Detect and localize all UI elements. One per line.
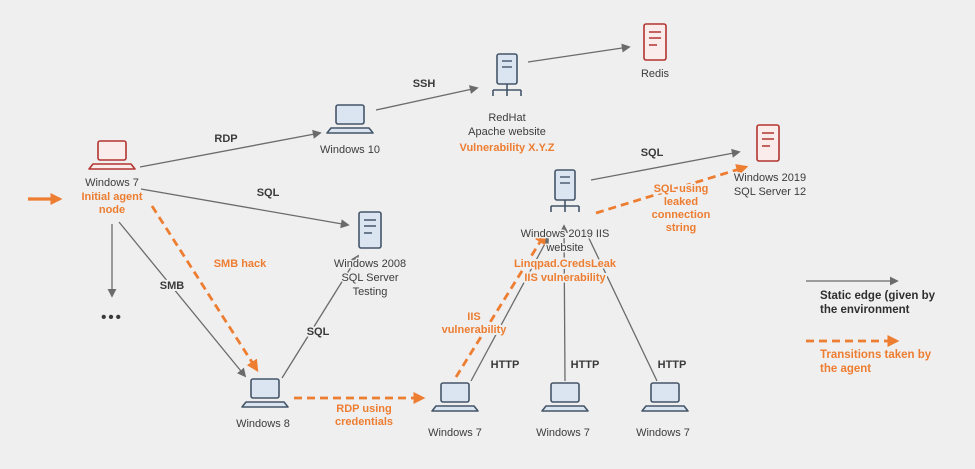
node-label-redis: Redis (641, 68, 670, 80)
edge-label-smb: SMB (160, 280, 185, 292)
node-label-win2008-line2: SQL Server (341, 272, 398, 284)
edge-label-http-2: HTTP (571, 359, 600, 371)
edge-label-sql-win8-2008: SQL (307, 326, 330, 338)
node-label-iis-line1: Windows 2019 IIS (521, 228, 610, 240)
agent-label-sql-leak-line4: string (666, 222, 697, 234)
edge-sql-win7-to-win2008 (140, 188, 350, 229)
edge-sql-win8-to-win2008 (281, 254, 359, 379)
node-label-sql2019-line2: SQL Server 12 (734, 186, 806, 198)
node-label-win2008-line3: Testing (353, 286, 388, 298)
node-label-iis-line2: website (545, 242, 583, 254)
legend-static-text-line2: the environment (820, 304, 910, 316)
node-label-sql2019-line1: Windows 2019 (734, 172, 806, 184)
laptop-icon-windows7-initial (89, 141, 135, 169)
legend-agent-text-line1: Transitions taken by (820, 349, 932, 361)
server-icon-windows2019-sql (757, 125, 779, 161)
laptop-icon-windows7-web2 (542, 383, 588, 411)
laptop-icon-windows10 (327, 105, 373, 133)
agent-edge-smb-hack (150, 205, 259, 373)
node-label-win2008-line1: Windows 2008 (334, 258, 406, 270)
edge-redhat-to-redis (527, 43, 631, 63)
legend: Static edge (given by the environment Tr… (806, 276, 936, 375)
vuln-label-iis-line2: IIS vulnerability (524, 272, 606, 284)
agent-edge-iis-vulnerability (454, 231, 547, 378)
note-initial-agent-line1: Initial agent (81, 191, 142, 203)
node-label-windows7-web1: Windows 7 (428, 427, 482, 439)
agent-label-rdp-creds-line1: RDP using (336, 403, 391, 415)
vuln-label-iis-line1: Linqpad.CredsLeak (514, 258, 617, 270)
node-label-windows7-web2: Windows 7 (536, 427, 590, 439)
agent-edge-sql-leaked-string (595, 164, 749, 215)
edge-rdp-win7-to-win10 (139, 129, 322, 168)
node-label-redhat-line1: RedHat (488, 112, 525, 124)
web-server-icon-windows2019-iis (551, 170, 579, 212)
edge-label-sql-win7-2008: SQL (257, 187, 280, 199)
server-icon-redis (644, 24, 666, 60)
laptop-icon-windows8 (242, 379, 288, 407)
edge-label-rdp: RDP (214, 133, 237, 145)
agent-label-iis-vuln-line2: vulnerability (442, 324, 508, 336)
laptop-icon-windows7-web3 (642, 383, 688, 411)
vuln-label-redhat: Vulnerability X.Y.Z (460, 142, 555, 154)
agent-label-sql-leak-line3: connection (652, 209, 711, 221)
agent-label-sql-leak-line2: leaked (664, 196, 698, 208)
edge-ssh-win10-to-redhat (375, 85, 479, 111)
more-nodes-ellipsis: ••• (101, 309, 123, 326)
edge-http-web1-to-iis (470, 236, 549, 382)
edge-label-http-1: HTTP (491, 359, 520, 371)
agent-label-sql-leak-line1: SQL using (654, 183, 709, 195)
node-label-windows10: Windows 10 (320, 144, 380, 156)
legend-agent-text-line2: the agent (820, 363, 871, 375)
edge-http-web3-to-iis (584, 228, 658, 382)
edge-sql-iis-to-sql2019 (590, 148, 741, 181)
agent-label-rdp-creds-line2: credentials (335, 416, 393, 428)
node-label-redhat-line2: Apache website (468, 126, 546, 138)
note-initial-agent-line2: node (99, 204, 125, 216)
server-icon-windows2008-sql (359, 212, 381, 248)
edge-label-http-3: HTTP (658, 359, 687, 371)
agent-label-smb-hack: SMB hack (214, 258, 267, 270)
node-label-windows7-initial: Windows 7 (85, 177, 139, 189)
edge-smb-win7-to-win8 (118, 221, 247, 378)
edge-label-ssh: SSH (413, 78, 436, 90)
node-label-windows8: Windows 8 (236, 418, 290, 430)
edge-label-sql-iis-2019: SQL (641, 147, 664, 159)
agent-label-iis-vuln-line1: IIS (467, 311, 480, 323)
edge-http-web2-to-iis (559, 224, 569, 382)
web-server-icon-redhat-apache (493, 54, 521, 96)
laptop-icon-windows7-web1 (432, 383, 478, 411)
legend-static-text-line1: Static edge (given by (820, 290, 936, 302)
node-label-windows7-web3: Windows 7 (636, 427, 690, 439)
